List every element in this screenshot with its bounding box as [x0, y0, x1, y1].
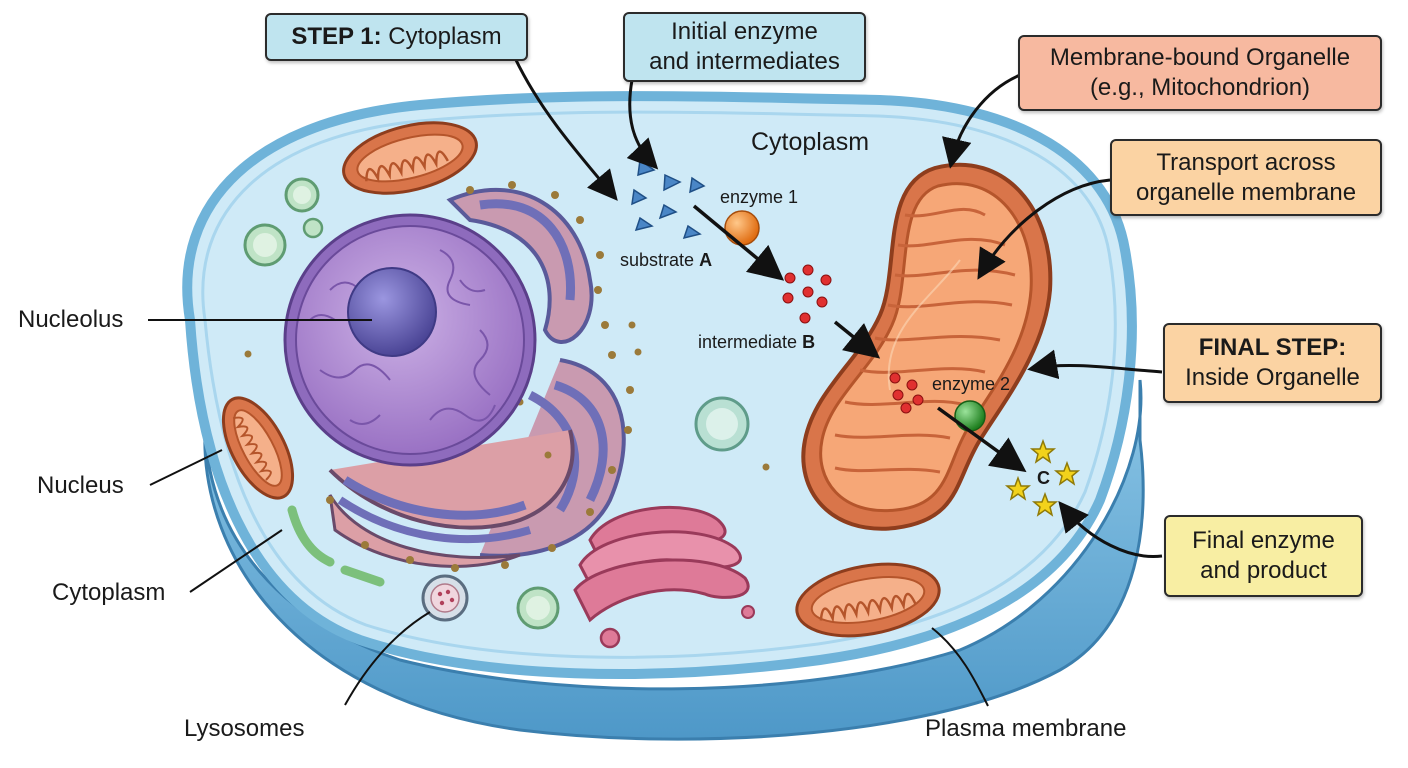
callout-initial-enzyme: Initial enzyme and intermediates — [623, 12, 866, 82]
nucleolus-label: Nucleolus — [18, 306, 124, 333]
endoplasmic-tubules — [287, 505, 385, 587]
cytoplasm-label: Cytoplasm — [52, 579, 166, 606]
lysosomes-label: Lysosomes — [184, 715, 305, 742]
intermediate-label: intermediate B — [698, 332, 815, 352]
nucleus-label: Nucleus — [37, 472, 124, 499]
intermediate-dots-organelle — [889, 372, 924, 414]
callout-arrows — [513, 57, 1163, 559]
enzyme2-molecule — [954, 400, 986, 432]
mitochondrion-top-left — [342, 121, 478, 195]
enzyme1-label: enzyme 1 — [720, 187, 798, 207]
substrate-label: substrate A — [620, 250, 712, 270]
lysosome — [421, 574, 469, 622]
callout-final-enzyme: Final enzyme and product — [1164, 515, 1363, 597]
callout-membrane-organelle: Membrane-bound Organelle (e.g., Mitochon… — [1018, 35, 1382, 111]
plasma-membrane-side — [203, 379, 1145, 741]
intermediate-dots — [782, 264, 832, 324]
product-stars — [1004, 438, 1081, 517]
vesicles — [243, 177, 750, 630]
callout-transport: Transport across organelle membrane — [1110, 139, 1382, 216]
label-lines — [148, 319, 989, 707]
callout-final-step: FINAL STEP: Inside Organelle — [1163, 323, 1382, 403]
membrane-inner-line — [201, 110, 1117, 659]
golgi-apparatus — [573, 505, 755, 649]
enzyme2-label: enzyme 2 — [932, 374, 1010, 394]
nucleolus — [347, 267, 437, 357]
enzyme1-molecule — [724, 210, 760, 246]
mitochondrion-left — [221, 396, 295, 500]
cytoplasm-inside-label: Cytoplasm — [751, 128, 869, 156]
pathway-arrows — [692, 204, 1027, 473]
ribosomes — [244, 181, 770, 572]
product-label: C — [1037, 468, 1050, 488]
callout-step1: STEP 1: Cytoplasm — [265, 13, 528, 61]
nucleus — [283, 213, 537, 467]
mitochondrion-bottom-right — [795, 562, 941, 638]
rough-endoplasmic-reticulum — [328, 188, 626, 568]
plasma-membrane-label: Plasma membrane — [925, 715, 1127, 742]
